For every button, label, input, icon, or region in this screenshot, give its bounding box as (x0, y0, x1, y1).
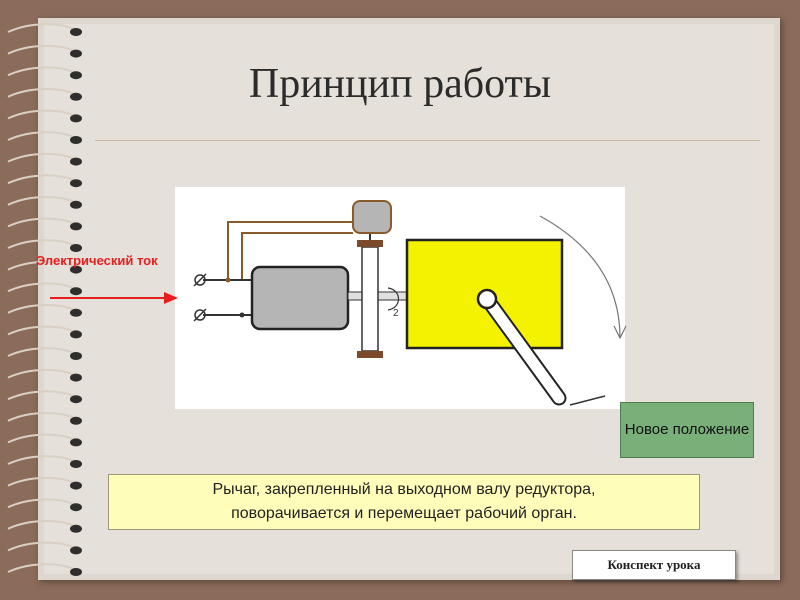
spiral-ring (7, 88, 77, 98)
spiral-ring (7, 347, 77, 357)
spiral-ring (7, 174, 77, 185)
spiral-hole (70, 49, 82, 58)
new-position-text: Новое положение (624, 421, 750, 438)
terminal-top-icon (193, 273, 207, 287)
wire-sensor-inner (241, 232, 353, 280)
spiral-hole (70, 395, 82, 404)
spiral-hole (70, 200, 82, 209)
spiral-ring (7, 325, 77, 336)
spiral-ring (7, 260, 77, 271)
spiral-ring (7, 66, 77, 77)
current-arrow-head (164, 292, 178, 304)
title-divider (95, 140, 760, 141)
spiral-ring (7, 282, 77, 293)
spiral-hole (70, 503, 82, 512)
spiral-hole (70, 416, 82, 425)
spiral-ring (7, 152, 77, 163)
spiral-hole (70, 244, 82, 252)
spiral-hole (70, 71, 82, 80)
spiral-ring (7, 390, 77, 401)
spiral-hole (70, 546, 82, 555)
spiral-hole (70, 308, 82, 317)
spiral-hole (70, 114, 82, 123)
terminal-bottom-icon (193, 308, 207, 322)
spiral-hole (70, 28, 82, 36)
spiral-hole (70, 179, 82, 188)
current-label: Электрический ток (36, 253, 158, 268)
lesson-notes-button[interactable]: Конспект урока (572, 550, 736, 580)
caption-line-1: Рычаг, закрепленный на выходном валу ред… (212, 481, 596, 498)
spiral-ring (7, 520, 77, 530)
lever (481, 293, 565, 404)
caption-line-2: поворачивается и перемещает рабочий орга… (231, 505, 577, 522)
spiral-hole (70, 222, 82, 231)
motion-arc (539, 215, 621, 339)
spiral-ring (7, 498, 77, 509)
spiral-ring (7, 541, 77, 552)
spiral-ring (7, 217, 77, 228)
spiral-hole (70, 460, 82, 468)
spiral-ring (7, 368, 77, 379)
spiral-ring (7, 131, 77, 141)
page-title: Принцип работы (248, 61, 552, 107)
rotation-mark-icon: 2 (393, 308, 399, 319)
wire-sensor-outer (227, 221, 353, 280)
spiral-ring (7, 455, 77, 465)
spiral-ring (7, 196, 77, 206)
spiral-ring (7, 109, 77, 120)
lever-pivot (476, 288, 498, 310)
new-position-line (569, 395, 606, 406)
position-sensor (352, 200, 392, 234)
spiral-hole (70, 438, 82, 447)
rotation-arrow-icon (387, 287, 400, 311)
spiral-ring (7, 304, 77, 314)
gear-top-cap (357, 240, 383, 247)
spiral-ring (7, 23, 77, 33)
spiral-binding (7, 23, 82, 576)
spiral-hole (70, 373, 82, 382)
junction-dot-top-2 (239, 312, 245, 318)
new-position-label: Новое положение (620, 402, 754, 458)
spiral-hole (70, 136, 82, 144)
motor (250, 265, 350, 331)
spiral-hole (70, 330, 82, 339)
spiral-ring (7, 44, 77, 55)
spiral-hole (70, 287, 82, 296)
spiral-hole (70, 265, 82, 274)
spiral-ring (7, 412, 77, 422)
spiral-hole (70, 524, 82, 533)
spiral-hole (70, 568, 82, 576)
spiral-hole (70, 92, 82, 101)
motion-arc-arrowhead (613, 325, 627, 340)
caption-box: Рычаг, закрепленный на выходном валу ред… (108, 474, 700, 530)
spiral-hole (70, 157, 82, 166)
junction-dot-top (225, 277, 231, 283)
gear-disc (361, 246, 379, 352)
spiral-ring (7, 476, 77, 487)
spiral-ring (7, 563, 77, 573)
gear-bottom-cap (357, 351, 383, 358)
spiral-ring (7, 239, 77, 249)
spiral-hole (70, 481, 82, 490)
spiral-hole (70, 352, 82, 360)
spiral-ring (7, 433, 77, 444)
motor-shaft (347, 291, 411, 301)
